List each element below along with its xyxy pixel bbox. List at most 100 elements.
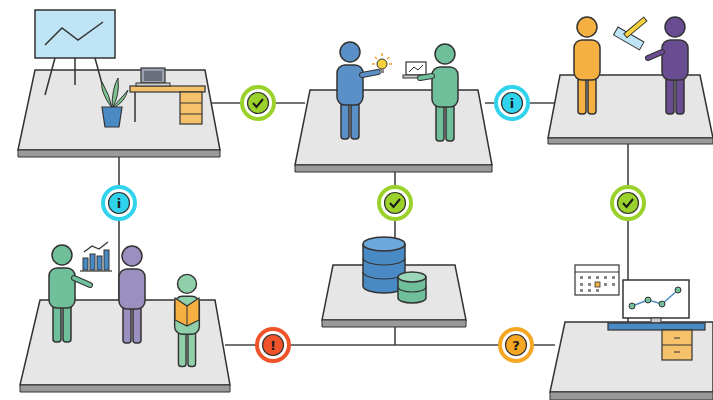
person-green-left-part: [74, 278, 90, 285]
badge-check-part: [390, 199, 400, 207]
person-reading-part: [175, 298, 199, 326]
badge-alert-part: [257, 329, 289, 361]
calendar-part-part: [588, 276, 591, 279]
whiteboard-part: [74, 58, 76, 85]
person-blue-part: [362, 72, 378, 75]
desk-blue-part: [662, 345, 692, 346]
person-blue-part: [362, 72, 378, 75]
desk-part: [180, 103, 202, 104]
person-green: [420, 44, 458, 141]
person-purple-part: [648, 52, 662, 58]
monitor: [623, 280, 689, 323]
calendar-part-part: [596, 289, 599, 292]
calendar-part-part: [588, 289, 591, 292]
whiteboard-part: [35, 10, 115, 58]
badge-check-part: [618, 193, 639, 214]
lightbulb-part: [380, 69, 384, 73]
badge-check: [242, 87, 274, 119]
person-blue: [337, 42, 378, 139]
platform-top-center-part: [295, 90, 492, 165]
badge-symbol: i: [510, 97, 514, 110]
lightbulb-part: [375, 57, 377, 59]
person-purple: [648, 17, 688, 114]
person-lavender-part: [119, 246, 145, 343]
person-orange: [574, 17, 600, 114]
person-green-part: [420, 76, 432, 78]
badge-check-part: [612, 187, 644, 219]
badge-info: [103, 187, 135, 219]
badge-check-part: [253, 99, 263, 107]
bar-chart-part: [104, 250, 109, 270]
monitor-part: [675, 287, 681, 293]
person-reading-part: [175, 274, 200, 366]
database-large-part: [363, 258, 405, 265]
badge-symbol: !: [270, 339, 276, 352]
calendar-part-part: [612, 276, 615, 279]
platform-top-right-part: [548, 138, 713, 144]
ruler-pencil-part: [624, 17, 647, 38]
calendar-part: [575, 272, 619, 273]
ruler-pencil: [614, 17, 647, 50]
platform-top-center: [295, 90, 492, 172]
badge-holder: !: [262, 334, 284, 356]
calendar-part-part: [580, 283, 583, 286]
whiteboard: [35, 10, 115, 95]
database-large-part: [363, 237, 405, 251]
person-purple-part: [662, 17, 688, 114]
badge-check-part: [379, 187, 411, 219]
laptop: [136, 68, 170, 86]
lightbulb-part: [389, 63, 392, 65]
person-lavender: [119, 246, 145, 343]
laptop-part: [144, 71, 162, 81]
desk-part: [130, 86, 205, 92]
monitor-part: [659, 301, 665, 307]
lightbulb-part: [377, 59, 387, 69]
plant: [102, 78, 128, 127]
bar-chart: [80, 242, 112, 271]
desk-part: [180, 114, 202, 115]
bar-chart-part: [97, 256, 102, 270]
desk-blue-part: [674, 338, 680, 339]
badge-symbol: ?: [512, 339, 520, 352]
badge-check: [612, 187, 644, 219]
wire-network-part: [394, 325, 396, 345]
laptop-part: [141, 68, 165, 83]
plant-part: [102, 82, 112, 108]
badge-check-part: [623, 199, 633, 207]
lightbulb-part: [372, 63, 375, 65]
desk-blue-part: [662, 330, 692, 360]
calendar-part-part: [612, 283, 615, 286]
platform-bottom-right-part: [550, 392, 713, 400]
calendar-part-part: [604, 276, 607, 279]
calendar-part: [595, 282, 600, 287]
calendar-part-part: [604, 283, 607, 286]
platform-top-right: [548, 75, 713, 144]
monitor-part: [651, 318, 661, 323]
whiteboard-part: [45, 22, 103, 45]
database-small: [398, 272, 426, 303]
lightbulb-part: [387, 57, 389, 59]
badge-alert: [257, 329, 289, 361]
badge-holder: ?: [505, 334, 527, 356]
person-green-part: [432, 44, 458, 141]
whiteboard-part: [45, 58, 55, 95]
desk-blue: [608, 323, 705, 360]
calendar-part-part: [580, 289, 583, 292]
platform-top-right-part: [548, 75, 713, 138]
monitor-part: [629, 303, 635, 309]
badge-symbol: i: [117, 197, 121, 210]
person-orange-part: [574, 17, 600, 114]
database-small-part: [398, 272, 426, 282]
badge-holder: i: [108, 192, 130, 214]
badge-info: [496, 87, 528, 119]
badge-alert-part: [263, 335, 284, 356]
calendar-part-part: [580, 276, 583, 279]
platform-top-center-part: [295, 165, 492, 172]
lightbulb: [372, 53, 392, 73]
database-small-part: [398, 287, 426, 292]
monitor-part: [623, 280, 689, 318]
desk: [130, 86, 205, 124]
platform-top-left-part: [18, 150, 220, 157]
